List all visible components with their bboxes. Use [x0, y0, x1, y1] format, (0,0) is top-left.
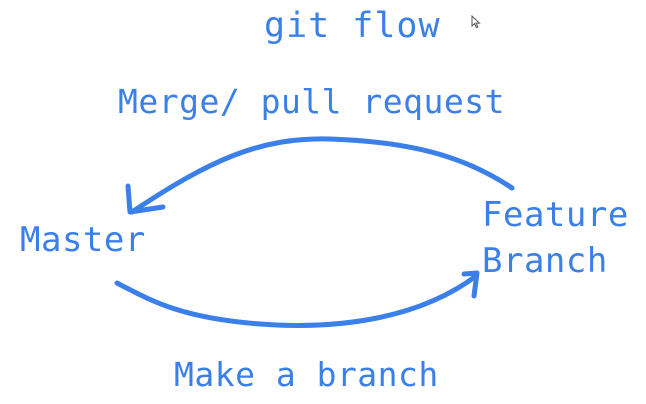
make-branch-label: Make a branch [174, 355, 439, 394]
merge-arrow-curve [129, 136, 515, 215]
feature-branch-label-line1: Feature [482, 195, 629, 235]
branch-arrow-head [461, 270, 480, 299]
merge-arrow [125, 136, 515, 215]
mouse-pointer-icon [471, 15, 481, 29]
merge-arrow-head [125, 183, 166, 215]
branch-arrow [114, 270, 480, 328]
feature-branch-label-line2: Branch [482, 241, 608, 281]
branch-arrow-curve [114, 273, 479, 328]
merge-pull-request-label: Merge/ pull request [118, 82, 505, 121]
diagram-title: git flow [264, 6, 441, 46]
master-label: Master [20, 220, 146, 260]
